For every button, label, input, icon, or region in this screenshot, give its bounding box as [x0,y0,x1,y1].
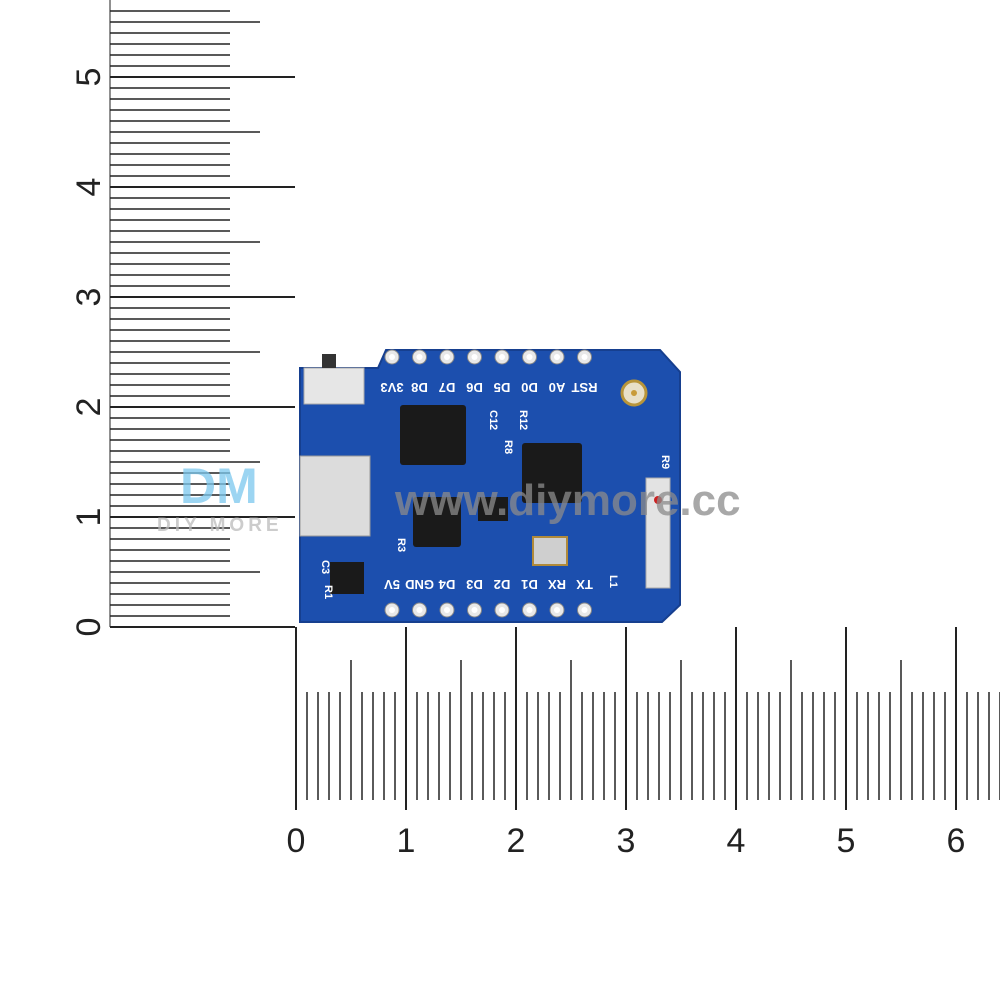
horizontal-tick-label: 5 [837,822,856,860]
horizontal-tick-label: 3 [617,822,636,860]
horizontal-tick-label: 0 [287,822,306,860]
pin-label: D1 [521,577,538,592]
component-label: C12 [487,410,499,430]
pin-label: D4 [438,577,455,592]
crystal [532,536,568,566]
vertical-tick-label: 0 [70,618,108,637]
component-label: R12 [517,410,529,430]
reset-button [303,367,365,405]
pin-label: A0 [549,380,566,395]
pin-label: GND [405,577,434,592]
usb-port [299,455,371,537]
component-label: R1 [322,585,334,599]
component-label: C3 [319,560,331,574]
vertical-tick-label: 1 [70,508,108,527]
horizontal-ruler: 0 1 2 3 4 5 6 [287,627,1000,860]
horizontal-tick-label: 1 [397,822,416,860]
vertical-tick-label: 2 [70,398,108,417]
pin-label: D7 [439,380,456,395]
horizontal-tick-label: 2 [507,822,526,860]
horizontal-tick-label: 4 [727,822,746,860]
vertical-tick-label: 3 [70,288,108,307]
pin-label: D8 [411,380,428,395]
vertical-tick-label: 4 [70,178,108,197]
flash-chip [400,405,466,465]
pin-label: RX [548,577,566,592]
pin-label: D6 [466,380,483,395]
component-label: R9 [659,455,671,469]
vertical-ruler: 0 1 2 3 4 5 [70,0,295,636]
component-label: R3 [395,538,407,552]
watermark-brand: DIY MORE [157,515,283,536]
vertical-tick-label: 5 [70,68,108,87]
pin-label: D5 [494,380,511,395]
pin-label: D2 [494,577,511,592]
watermark-url: www.diymore.cc [394,476,741,525]
component-label: R8 [502,440,514,454]
pin-label: D0 [521,380,538,395]
component-label: L1 [607,575,619,588]
usb-serial-chip [413,497,461,547]
pcb-board [299,349,681,623]
pin-label: TX [576,577,593,592]
esp-chip [522,443,582,503]
pin-label: D3 [466,577,483,592]
horizontal-tick-label: 6 [947,822,966,860]
watermark-logo: DM [180,458,258,514]
watermark: DM DIY MORE www.diymore.cc [157,458,741,536]
pin-label: RST [571,380,597,395]
pin-label: 5V [384,577,400,592]
pin-label: 3V3 [380,380,403,395]
